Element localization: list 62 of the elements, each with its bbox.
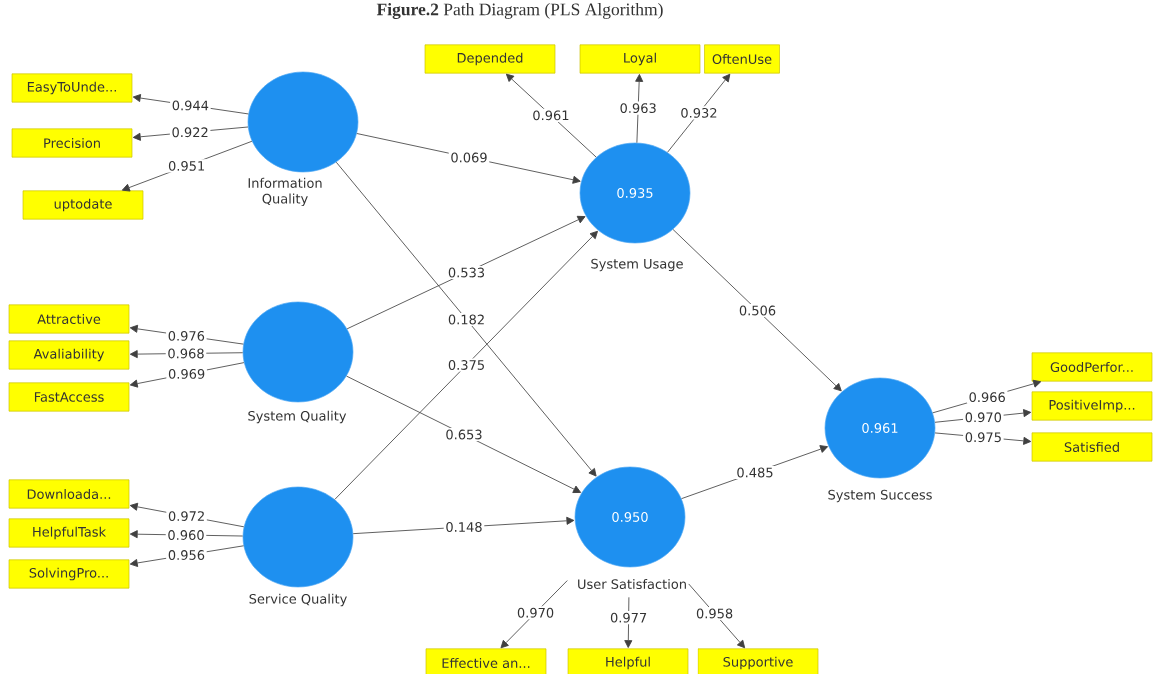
arrow <box>500 580 568 649</box>
path-coefficient: 0.970 <box>515 606 556 620</box>
construct-label: System Usage <box>591 258 683 272</box>
indicator-box: Loyal <box>579 44 701 74</box>
path-coefficient: 0.961 <box>530 108 572 122</box>
path-coefficient: 0.932 <box>678 106 720 120</box>
path-coefficient: 0.976 <box>166 329 207 343</box>
path-coefficient: 0.922 <box>169 125 211 139</box>
construct-label: System Success <box>828 489 932 503</box>
indicator-box: Avaliability <box>8 340 130 370</box>
indicator-box: Effective an... <box>425 648 547 674</box>
path-coefficient: 0.958 <box>694 606 735 621</box>
arrow <box>672 229 842 392</box>
path-coefficient: 0.963 <box>617 101 659 115</box>
indicator-box: PositiveImp... <box>1031 391 1153 421</box>
indicator-box: Satisfied <box>1031 432 1153 462</box>
arrow <box>335 161 597 477</box>
path-coefficient: 0.977 <box>608 611 649 625</box>
construct-label: User Satisfaction <box>578 578 686 589</box>
indicator-box: SolvingPro... <box>8 559 130 589</box>
path-coefficient: 0.970 <box>963 410 1004 424</box>
indicator-box: Precision <box>11 128 133 158</box>
indicator-box: HelpfulTask <box>8 518 130 548</box>
path-coefficient: 0.944 <box>170 98 211 112</box>
path-coefficient: 0.966 <box>966 390 1008 404</box>
arrow <box>505 73 597 158</box>
path-coefficient: 0.148 <box>443 520 485 534</box>
path-coefficient: 0.506 <box>737 303 778 318</box>
path-coefficient: 0.069 <box>448 150 490 165</box>
indicator-box: uptodate <box>22 190 144 220</box>
arrow <box>635 74 644 144</box>
indicator-box: Helpful <box>567 648 689 674</box>
path-coefficient: 0.968 <box>165 346 207 361</box>
construct-label: Information Quality <box>248 177 322 207</box>
construct-label: System Quality <box>248 410 347 424</box>
path-coefficient: 0.975 <box>963 430 1004 444</box>
indicator-box: Depended <box>424 44 556 74</box>
arrow <box>346 375 582 493</box>
path-coefficient: 0.375 <box>446 358 487 372</box>
figure-title: Figure.2 Path Diagram (PLS Algorithm) <box>376 3 663 19</box>
indicator-box: Supportive <box>697 648 819 674</box>
indicator-box: GoodPerfor... <box>1031 352 1153 382</box>
path-coefficient: 0.972 <box>166 509 207 523</box>
path-coefficient: 0.485 <box>734 465 776 480</box>
arrow <box>667 73 731 153</box>
construct-label: Service Quality <box>249 593 347 607</box>
arrow <box>688 583 746 649</box>
indicator-box: OftenUse <box>704 44 780 74</box>
indicator-box: FastAccess <box>8 382 130 412</box>
arrow <box>624 596 633 648</box>
path-coefficient: 0.969 <box>166 367 207 381</box>
indicator-box: Downloada... <box>8 479 130 509</box>
path-coefficient: 0.533 <box>446 265 487 280</box>
path-coefficient: 0.182 <box>446 312 487 327</box>
arrow <box>334 230 598 500</box>
path-coefficient: 0.956 <box>166 548 207 562</box>
indicator-box: Attractive <box>8 304 130 334</box>
path-coefficient: 0.951 <box>166 159 207 173</box>
indicator-box: EasyToUnde... <box>11 73 133 103</box>
arrow <box>346 215 586 330</box>
path-coefficient: 0.653 <box>443 427 485 442</box>
path-coefficient: 0.960 <box>165 528 207 542</box>
